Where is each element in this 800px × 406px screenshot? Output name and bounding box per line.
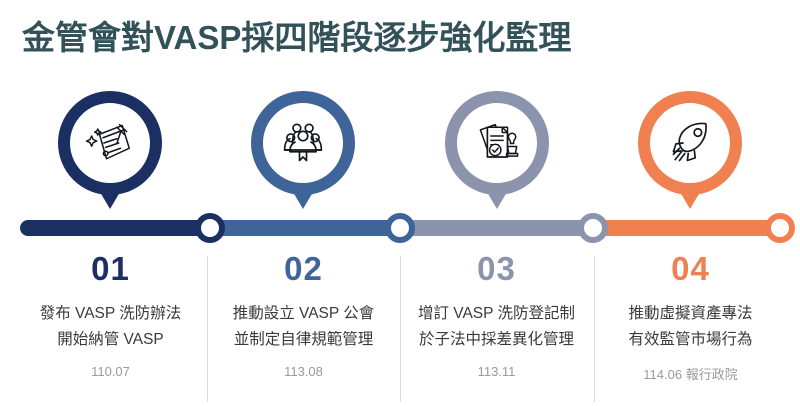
timeline-node-04: [765, 213, 795, 243]
badge-pointer-icon: [484, 187, 510, 209]
stage-number: 02: [284, 250, 323, 287]
timeline-node-03: [578, 213, 608, 243]
timeline-segment-04: [585, 220, 780, 236]
stage-badge-03: [445, 91, 549, 209]
stage-badge-02: [251, 91, 355, 209]
column-divider: [400, 256, 401, 402]
stage-column-03: 03 增訂 VASP 洗防登記制 於子法中採差異化管理 113.11: [400, 252, 593, 379]
stage-description: 發布 VASP 洗防辦法 開始納管 VASP: [14, 301, 207, 352]
stage-description-line2: 開始納管 VASP: [57, 330, 164, 348]
stage-column-04: 04 推動虛擬資產專法 有效監管市場行為 114.06 報行政院: [594, 252, 787, 383]
stage-columns: 01 發布 VASP 洗防辦法 開始納管 VASP 110.07 02 推動設立…: [0, 252, 800, 406]
timeline-segment-01: [20, 220, 215, 236]
badge-pointer-icon: [97, 187, 123, 209]
stage-description: 增訂 VASP 洗防登記制 於子法中採差異化管理: [400, 301, 593, 352]
timeline-node-01: [195, 213, 225, 243]
column-divider: [207, 256, 208, 402]
stage-date: 114.06 報行政院: [643, 367, 738, 383]
stage-description: 推動虛擬資產專法 有效監管市場行為: [594, 301, 787, 352]
page-title: 金管會對VASP採四階段逐步強化監理: [22, 19, 572, 56]
stage-description: 推動設立 VASP 公會 並制定自律規範管理: [207, 301, 400, 352]
column-divider: [594, 256, 595, 402]
documents-stamp-icon: [479, 123, 519, 158]
stage-description-line1: 增訂 VASP 洗防登記制: [417, 305, 576, 322]
timeline-node-02: [385, 213, 415, 243]
stage-number: 01: [91, 250, 130, 287]
stage-badge-01: [58, 91, 162, 209]
document-gavel-icon: [85, 123, 130, 160]
stage-date: 110.07: [91, 364, 130, 380]
stage-column-01: 01 發布 VASP 洗防辦法 開始納管 VASP 110.07: [14, 252, 207, 379]
rocket-icon: [672, 122, 707, 162]
stage-description-line1: 發布 VASP 洗防辦法: [39, 305, 182, 322]
stage-number: 03: [477, 250, 516, 287]
timeline-segment-03: [395, 220, 593, 236]
timeline-bar: [0, 213, 800, 243]
stage-description-line1: 推動設立 VASP 公會: [232, 305, 375, 322]
stage-description-line1: 推動虛擬資產專法: [628, 305, 753, 322]
stage-description-line2: 並制定自律規範管理: [233, 330, 374, 348]
stage-description-line2: 於子法中採差異化管理: [418, 330, 574, 348]
stage-column-02: 02 推動設立 VASP 公會 並制定自律規範管理 113.08: [207, 252, 400, 379]
timeline-segment-02: [205, 220, 403, 236]
stage-badge-04: [638, 91, 742, 209]
people-group-icon: [283, 123, 323, 162]
stage-date: 113.08: [284, 364, 323, 380]
badge-pointer-icon: [677, 187, 703, 209]
stage-date: 113.11: [477, 364, 516, 380]
stage-description-line2: 有效監管市場行為: [628, 330, 753, 348]
stage-number: 04: [671, 250, 710, 287]
badge-pointer-icon: [290, 187, 316, 209]
